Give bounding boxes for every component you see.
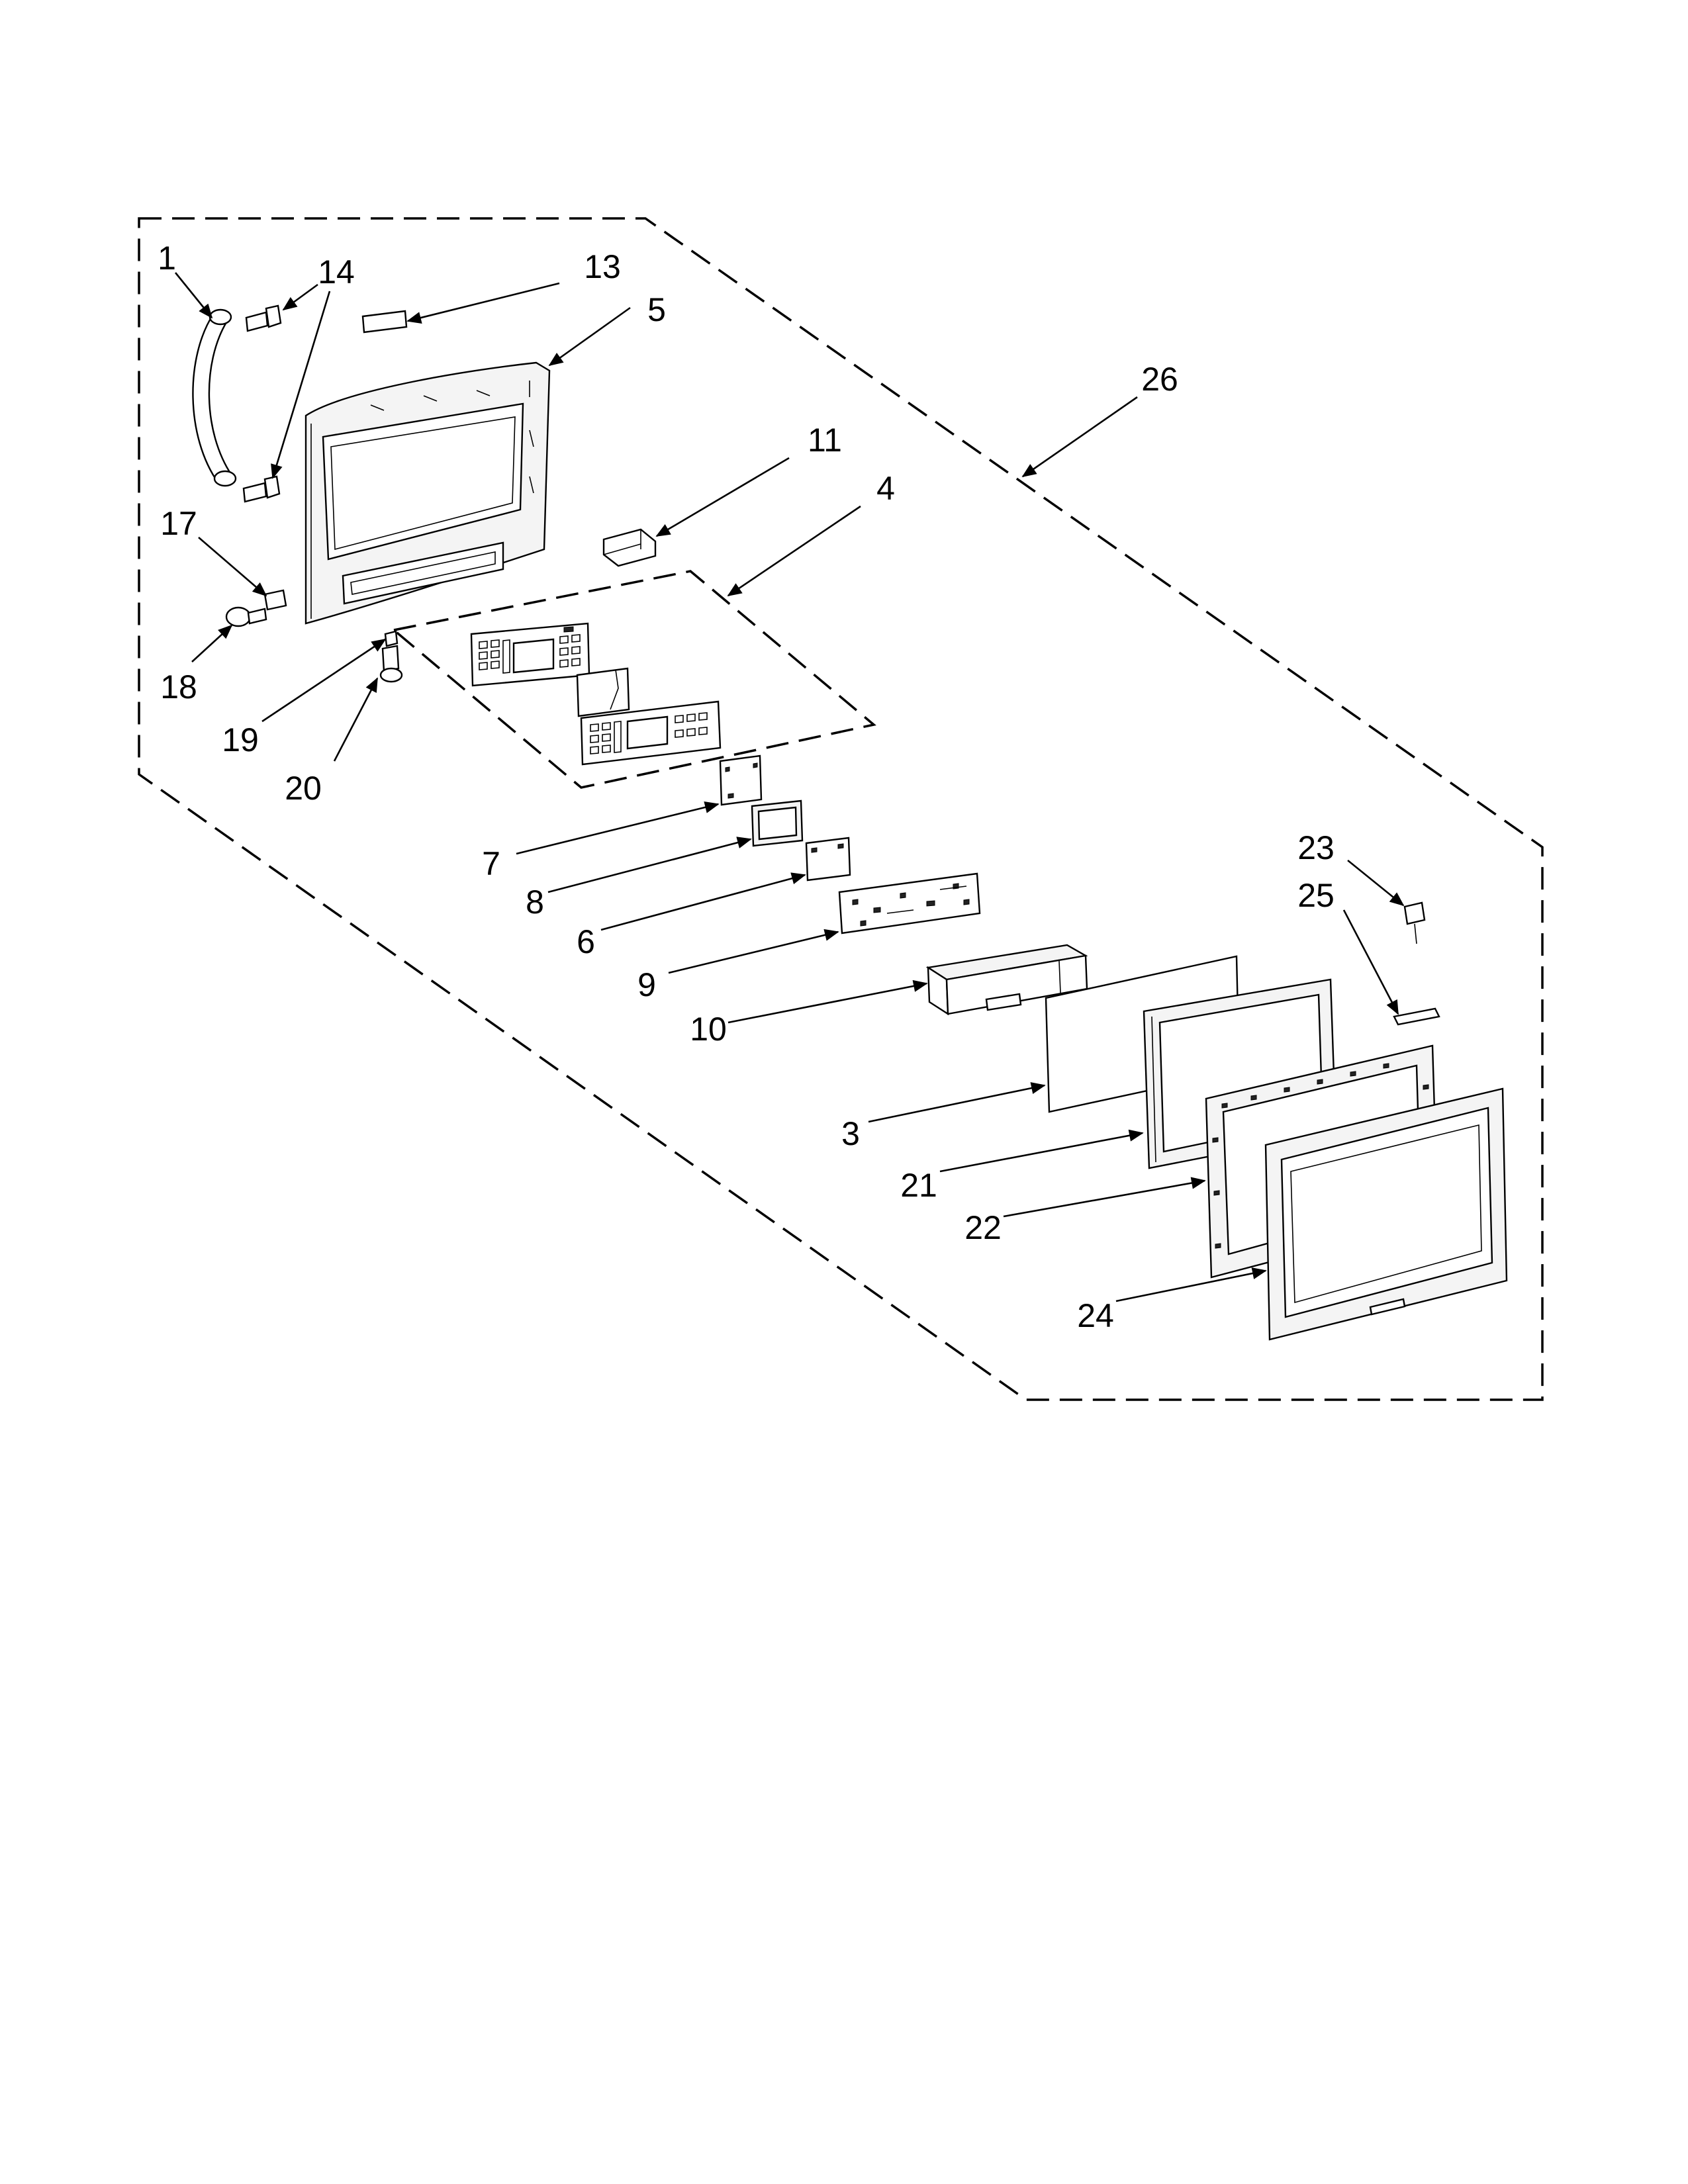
leader-21 [939,1129,1144,1173]
leader-22 [1003,1177,1206,1218]
outer-frame-part-24 [1264,1087,1508,1341]
leader-14-upper [282,283,318,311]
connector-part-19 [384,630,399,647]
leader-23 [1347,859,1405,907]
callout-19: 19 [222,721,259,758]
screw-part-14-upper [245,304,282,332]
callout-25: 25 [1297,877,1335,914]
callout-1: 1 [158,240,176,277]
leader-7 [516,801,720,855]
bracket-part-11 [602,528,657,567]
leader-25 [1342,909,1399,1015]
label-plate-part-13 [361,310,408,334]
board-part-7 [719,754,763,806]
callout-24: 24 [1077,1297,1114,1334]
door-frame-part-5 [305,361,551,625]
leader-9 [668,929,839,974]
callout-8: 8 [526,884,544,921]
leader-18 [191,624,233,662]
callout-7: 7 [482,845,500,882]
leader-17 [198,537,267,597]
leader-lines [174,272,1405,1302]
callout-22: 22 [964,1209,1002,1246]
screw-part-18 [225,606,267,627]
leader-8 [547,837,752,893]
board-part-6 [805,837,851,882]
leader-26 [1021,396,1138,478]
callout-13: 13 [584,248,621,285]
housing-part-10 [925,944,1088,1016]
leader-13 [406,282,560,324]
control-board-part-9 [838,872,981,934]
leader-11 [655,457,790,537]
leader-19 [261,638,387,723]
callout-11: 11 [808,422,842,459]
leader-4 [727,505,861,597]
leader-3 [868,1082,1046,1123]
callout-3: 3 [841,1115,860,1152]
assembly-outline-26 [138,217,1544,1401]
callout-23: 23 [1297,829,1335,866]
leader-20 [333,677,379,762]
callout-18: 18 [160,668,197,705]
control-panel-upper [470,622,590,687]
leader-6 [600,872,806,931]
leader-24 [1115,1267,1267,1302]
callout-4: 4 [876,470,895,507]
callout-6: 6 [577,923,595,960]
leader-5 [548,306,631,367]
display-frame-part-8 [751,799,804,847]
control-panel-lower [580,700,722,766]
callout-5: 5 [647,291,666,328]
clip-part-17 [263,589,287,611]
screw-part-23 [1403,901,1426,944]
bracket-plate-part-25 [1393,1007,1440,1026]
callout-26: 26 [1141,361,1178,398]
callout-9: 9 [637,966,656,1003]
leader-14-lower [271,291,331,479]
leader-10 [727,979,928,1024]
subassembly-outline-4 [391,570,876,789]
screw-part-14-lower [242,475,281,503]
callout-21: 21 [900,1167,937,1204]
callout-labels: 1 14 13 5 26 11 4 17 18 19 20 7 8 6 9 10… [158,240,1335,1334]
callout-14: 14 [318,253,355,291]
ribbon-cable [576,667,630,717]
callout-17: 17 [160,505,197,542]
leader-1 [174,272,213,319]
callout-10: 10 [690,1011,727,1048]
callout-20: 20 [285,770,322,807]
screw-part-20 [379,645,403,683]
handle-part-1 [192,308,237,487]
